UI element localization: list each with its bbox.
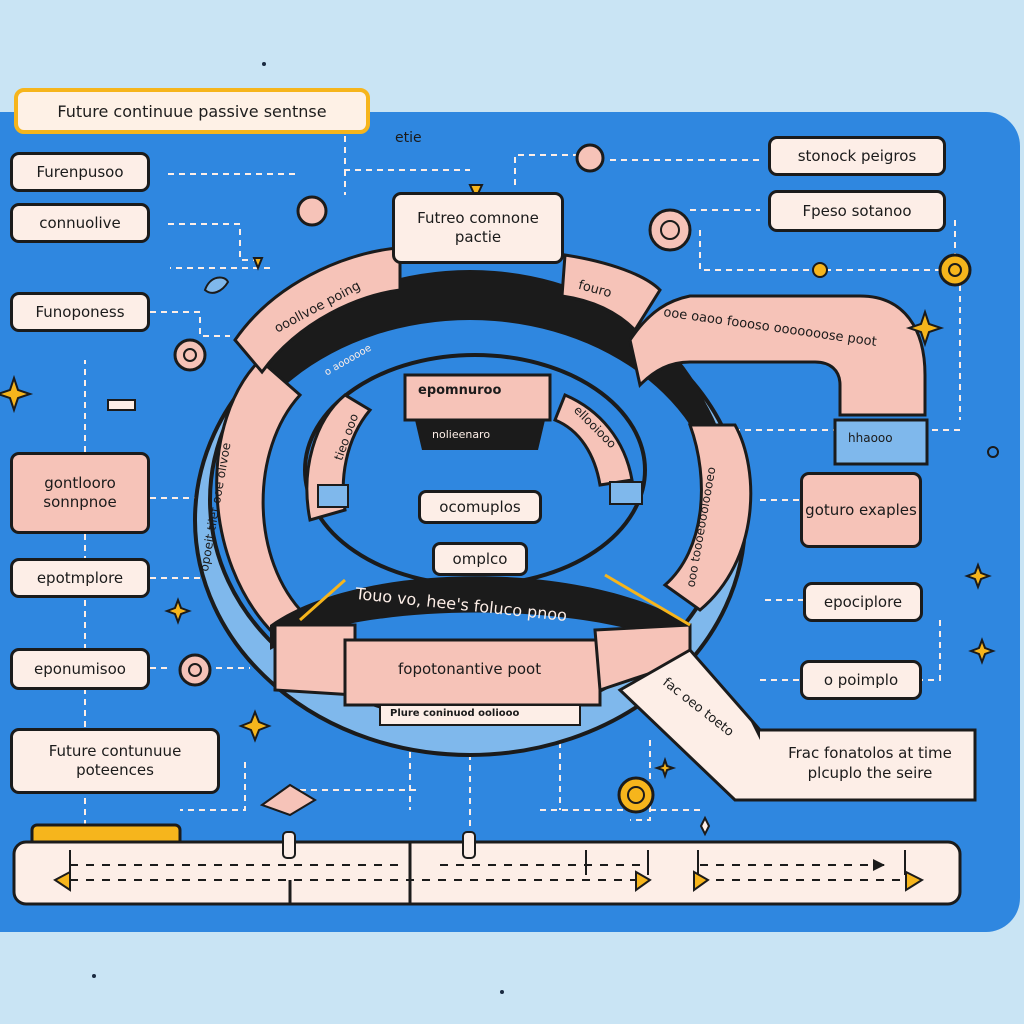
target-icon xyxy=(173,143,999,814)
decor-dot xyxy=(92,974,96,978)
decor-dot xyxy=(262,62,266,66)
right-item-1: stonock peigros xyxy=(768,136,946,176)
band-small-label: Plure coninuod ooliooo xyxy=(390,708,520,719)
inner-top-label: epomnuroo xyxy=(418,383,502,398)
left-item-7: Future contunuue poteences xyxy=(10,728,220,794)
diagram-title: Future continuue passive sentnse xyxy=(14,88,370,134)
sparkle-icon xyxy=(0,308,996,837)
top-label: etie xyxy=(395,130,422,146)
right-item-5: o poimplo xyxy=(800,660,922,700)
leaf-icon xyxy=(203,276,230,294)
right-item-4: epociplore xyxy=(803,582,923,622)
handshake-icon xyxy=(259,783,317,817)
decor-dot xyxy=(500,990,504,994)
center-box-1: ocomuplos xyxy=(418,490,542,524)
left-item-2: connuolive xyxy=(10,203,150,243)
left-item-3: Funoponess xyxy=(10,292,150,332)
right-item-6: Frac fonatolos at time plcuplo the seire xyxy=(788,744,952,783)
band-bottom-label: fopotonantive poot xyxy=(398,660,542,678)
right-arc-small-label: hhaooo xyxy=(848,431,893,445)
left-item-5: epotmplore xyxy=(10,558,150,598)
center-top-box: Futreo comnone pactie xyxy=(392,192,564,264)
left-item-6: eponumisoo xyxy=(10,648,150,690)
pencil-icon xyxy=(107,399,136,411)
left-item-1: Furenpusoo xyxy=(10,152,150,192)
center-box-2: omplco xyxy=(432,542,528,576)
right-item-3: goturo exaples xyxy=(800,472,922,548)
inner-sub-label: nolieenaro xyxy=(432,428,491,441)
left-item-4: gontlooro sonnpnoe xyxy=(10,452,150,534)
right-item-2: Fpeso sotanoo xyxy=(768,190,946,232)
